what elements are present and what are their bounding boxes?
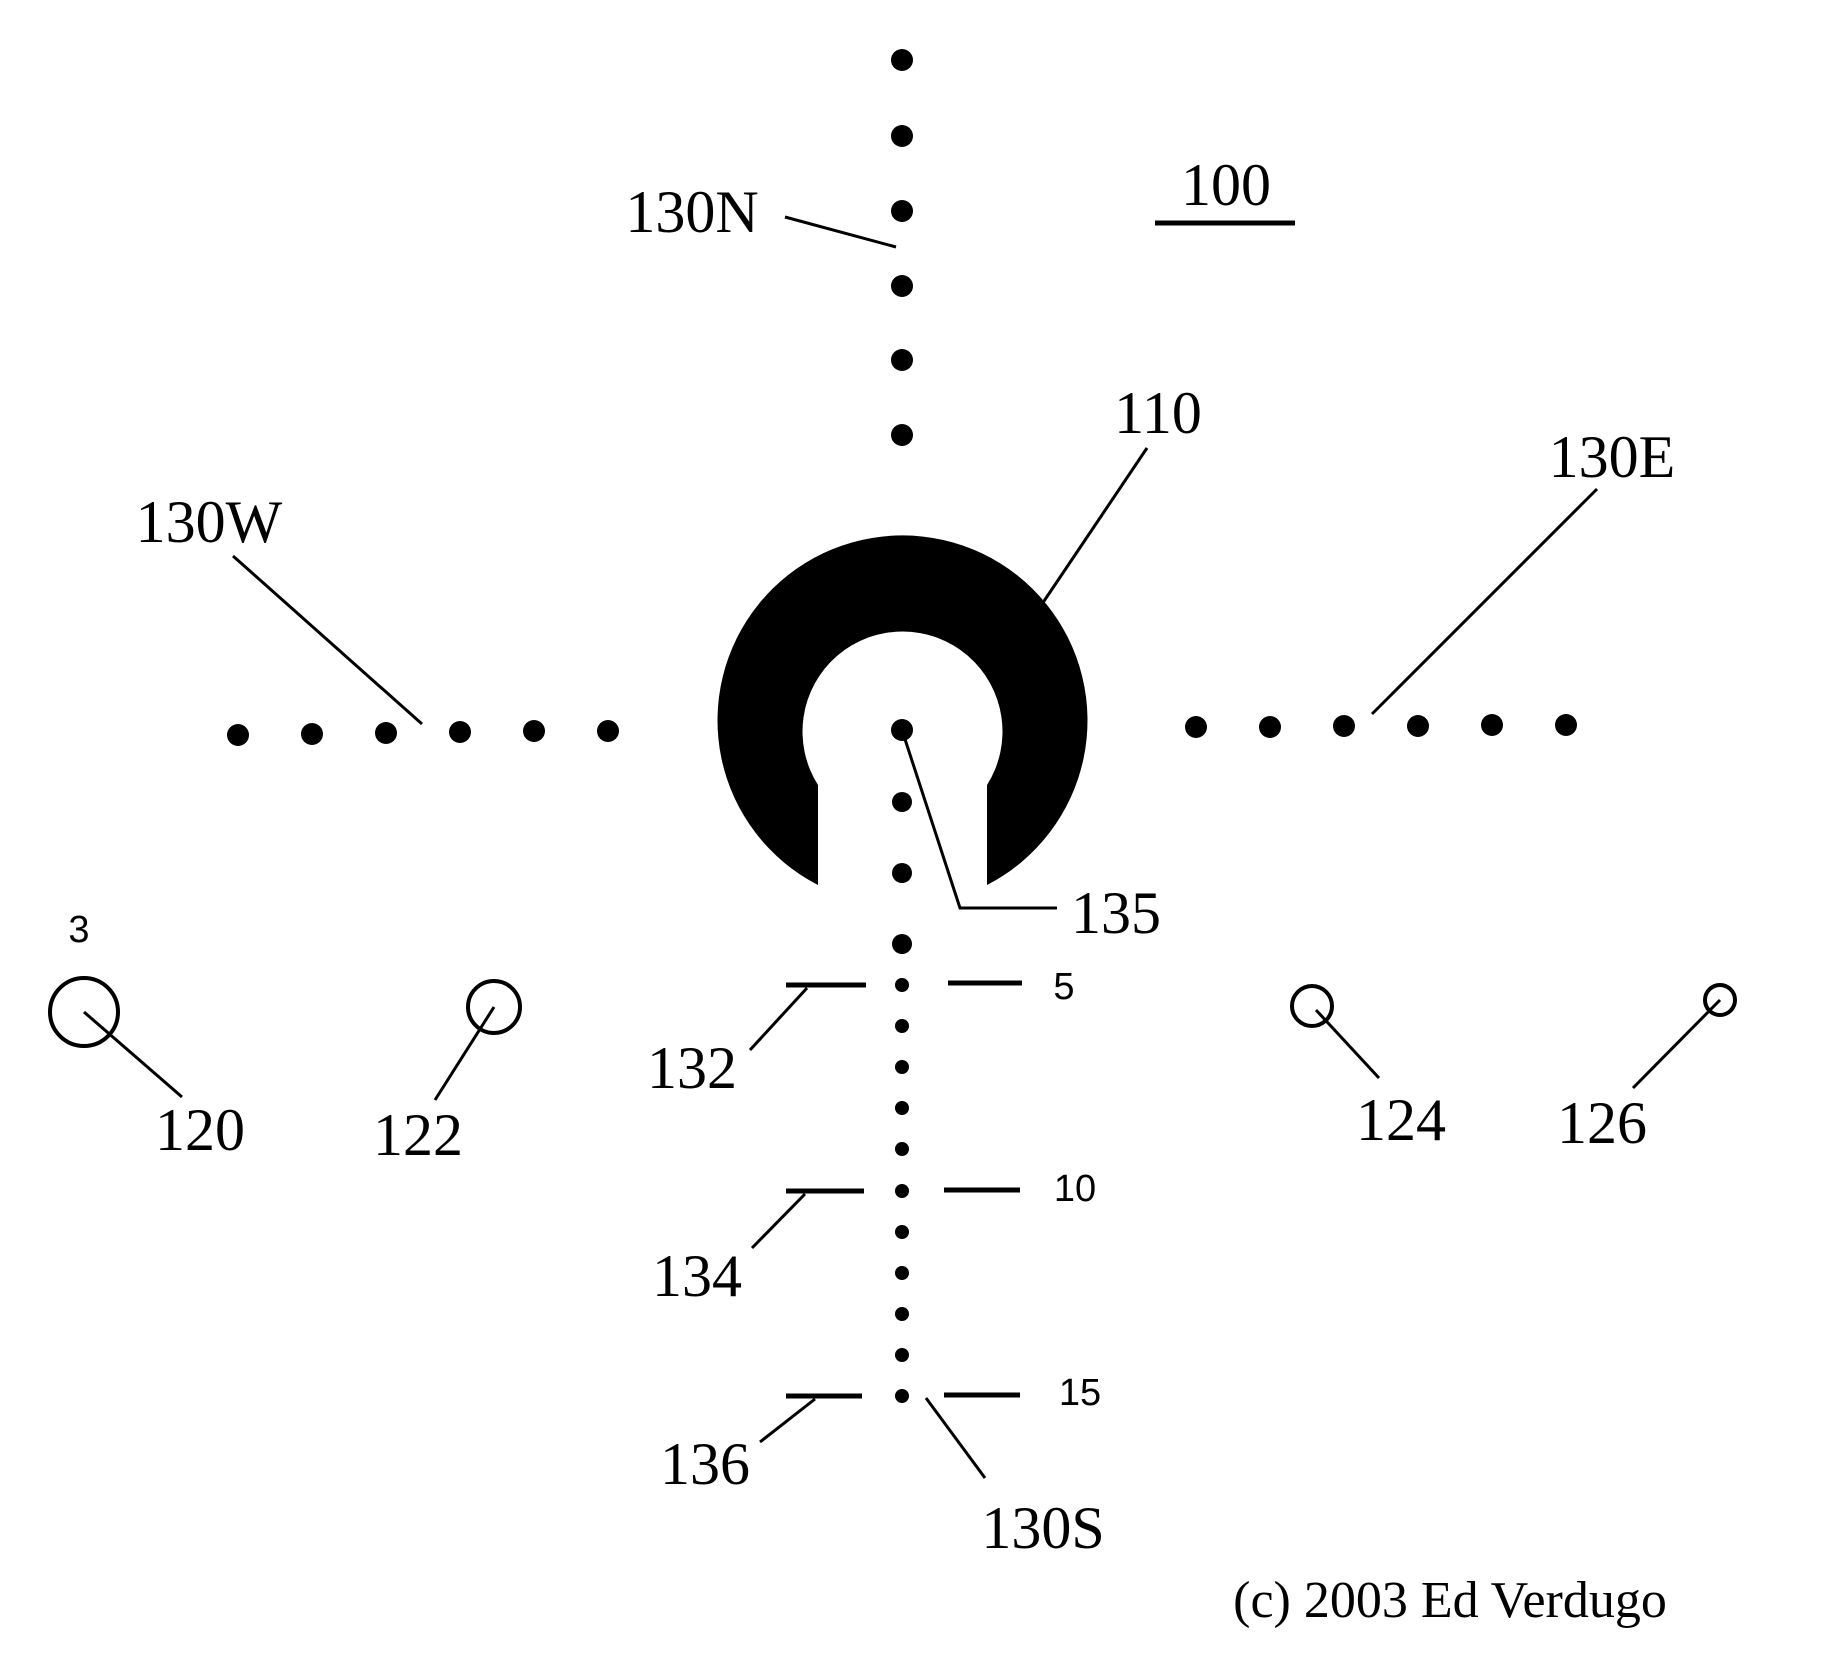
south-dot (895, 1060, 909, 1074)
south-dot (895, 1266, 909, 1280)
leader-130e (1372, 489, 1597, 714)
south-dot (892, 934, 912, 954)
leader-132 (750, 988, 807, 1050)
range-value-5: 5 (1053, 966, 1074, 1008)
south-dot (895, 1101, 909, 1115)
south-dot (895, 1307, 909, 1321)
north-dot (891, 349, 913, 371)
south-dot (895, 1019, 909, 1033)
west-dot (449, 721, 471, 743)
south-dot (895, 1184, 909, 1198)
west-dot (523, 720, 545, 742)
label-130w: 130W (136, 489, 283, 555)
north-dot (891, 424, 913, 446)
leader-120 (84, 1012, 182, 1097)
east-dot (1185, 716, 1207, 738)
leader-134 (752, 1194, 805, 1248)
west-dot-line (227, 720, 619, 746)
label-120: 120 (155, 1097, 245, 1163)
label-130s: 130S (981, 1495, 1104, 1561)
east-dot (1407, 715, 1429, 737)
leader-130s (926, 1398, 985, 1478)
label-126: 126 (1557, 1090, 1647, 1156)
south-dot (895, 1348, 909, 1362)
east-dot (1333, 715, 1355, 737)
leader-136 (760, 1399, 815, 1442)
label-132: 132 (647, 1035, 737, 1101)
west-dot (597, 720, 619, 742)
figure-number: 100 (1181, 152, 1271, 218)
south-dot (895, 1142, 909, 1156)
copyright-notice: (c) 2003 Ed Verdugo (1233, 1572, 1667, 1629)
north-dot (891, 200, 913, 222)
south-dot (895, 978, 909, 992)
leader-110 (1038, 448, 1147, 610)
north-dot (891, 49, 913, 71)
north-dot (891, 275, 913, 297)
label-135: 135 (1071, 880, 1161, 946)
east-dot (1259, 716, 1281, 738)
south-dot-line (892, 792, 912, 1403)
leader-122 (435, 1007, 494, 1100)
west-dot (227, 724, 249, 746)
label-134: 134 (652, 1243, 742, 1309)
west-dot (301, 723, 323, 745)
range-value-15: 15 (1059, 1372, 1101, 1414)
leader-130w (233, 556, 422, 724)
label-130e: 130E (1549, 424, 1676, 490)
west-dot (375, 722, 397, 744)
label-110: 110 (1114, 380, 1202, 446)
label-122: 122 (373, 1102, 463, 1168)
east-dot (1481, 714, 1503, 736)
south-dot (892, 863, 912, 883)
south-dot (895, 1389, 909, 1403)
south-dot (895, 1225, 909, 1239)
label-124: 124 (1356, 1087, 1446, 1153)
circle-annotation: 3 (68, 909, 89, 951)
leader-130n (785, 217, 896, 247)
label-136: 136 (660, 1431, 750, 1497)
leader-124 (1316, 1010, 1379, 1078)
range-value-10: 10 (1054, 1168, 1096, 1210)
horseshoe-reticle (718, 535, 1088, 885)
leader-126 (1633, 1000, 1720, 1088)
east-dot-line (1185, 714, 1577, 738)
south-dot (892, 792, 912, 812)
label-130n: 130N (625, 179, 758, 245)
east-dot (1555, 714, 1577, 736)
north-dot (891, 125, 913, 147)
